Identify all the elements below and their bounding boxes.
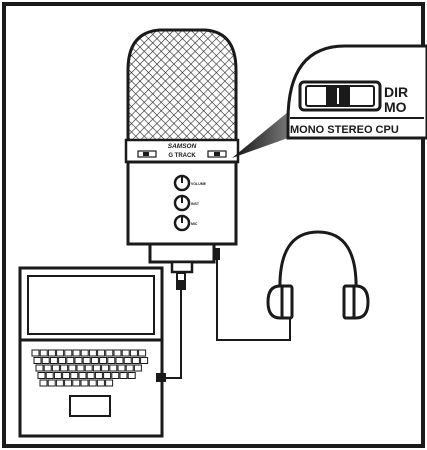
mic-base [150,244,214,262]
mic-stand-post [172,262,192,272]
callout-top-text-1: DIR [384,84,408,100]
keyboard-key [118,365,125,371]
knob-inst-label: INST [191,202,200,206]
usb-plug-laptop [156,373,166,382]
keyboard-key [128,373,135,379]
keyboard-key [85,365,92,371]
keyboard-key [57,350,64,356]
keyboard-key [46,373,53,379]
keyboard-key [132,358,139,364]
keyboard-key [40,350,47,356]
keyboard-key [120,373,127,379]
keyboard-key [95,373,102,379]
keyboard-key [122,350,129,356]
keyboard-key [102,365,109,371]
keyboard-key [48,350,55,356]
keyboard-key [73,350,80,356]
keyboard-key [81,380,88,386]
keyboard-key [73,380,80,386]
keyboard-key [71,373,78,379]
keyboard-key [87,373,94,379]
keyboard-key [108,358,115,364]
keyboard-key [65,380,72,386]
keyboard-key [114,350,121,356]
keyboard-key [77,365,84,371]
keyboard-key [65,350,72,356]
knob-volume-label: VOLUME [191,182,207,186]
keyboard-key [59,358,66,364]
callout-switch-label: MONO STEREO CPU [290,124,399,136]
keyboard-key [139,350,146,356]
keyboard-key [67,358,74,364]
keyboard-key [32,350,39,356]
headphone-plug [213,248,220,260]
mic-grille [128,30,236,142]
keyboard-key [116,358,123,364]
keyboard-key [54,373,61,379]
keyboard-key [89,350,96,356]
keyboard-key [91,358,98,364]
keyboard-key [63,373,70,379]
keyboard-key [130,350,137,356]
callout-top-text-2: MO [384,99,407,115]
keyboard-key [106,350,113,356]
keyboard-key [134,365,141,371]
keyboard-key [106,380,113,386]
keyboard-key [75,358,82,364]
keyboard-key [83,358,90,364]
keyboard-key [38,373,45,379]
keyboard-key [124,358,131,364]
keyboard-key [50,358,57,364]
keyboard-key [56,380,63,386]
laptop-icon [20,268,166,436]
keyboard-key [40,380,47,386]
keyboard-key [44,365,51,371]
keyboard-key [93,365,100,371]
keyboard-key [110,365,117,371]
keyboard-key [104,373,111,379]
keyboard-key [126,365,133,371]
keyboard-key [112,373,119,379]
keyboard-key [61,365,68,371]
knob-mic-label: MIC [191,222,198,226]
keyboard-key [36,365,43,371]
brand-label: SAMSON [168,143,197,150]
keyboard-key [42,358,49,364]
keyboard-key [52,365,59,371]
keyboard-key [141,358,148,364]
keyboard-key [48,380,55,386]
keyboard-key [79,373,86,379]
laptop-trackpad [70,396,110,416]
keyboard-key [100,358,107,364]
keyboard-key [34,358,41,364]
keyboard-key [98,350,105,356]
model-label: G TRACK [168,153,196,159]
keyboard-key [69,365,76,371]
keyboard-key [97,380,104,386]
keyboard-key [89,380,96,386]
keyboard-key [81,350,88,356]
